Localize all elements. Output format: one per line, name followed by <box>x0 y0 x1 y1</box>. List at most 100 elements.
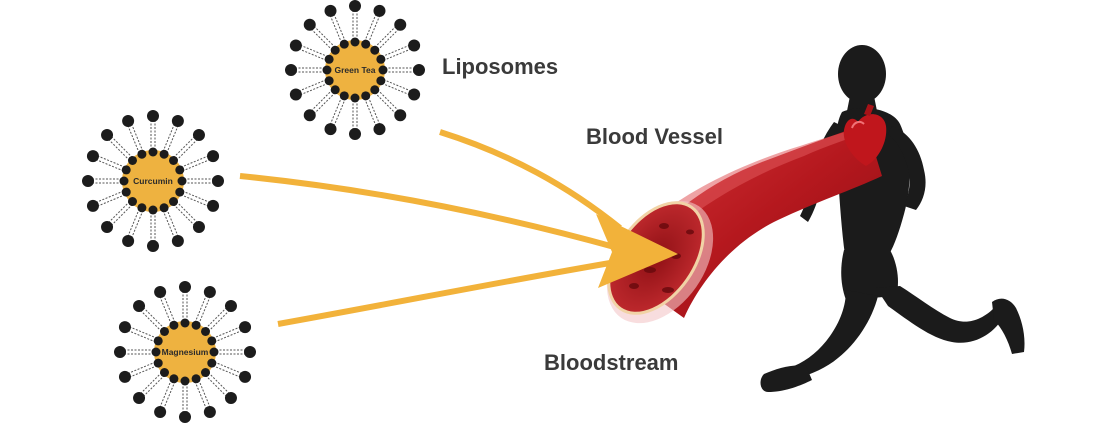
lipid-head-inner <box>175 187 185 197</box>
lipid-tail <box>166 125 179 154</box>
liposome-green-tea <box>285 0 425 140</box>
lipid-tail <box>194 381 207 410</box>
lipid-tail <box>377 89 400 112</box>
lipid-head-inner <box>207 336 217 346</box>
lipid-head-outer <box>373 123 386 136</box>
lipid-head-outer <box>289 39 302 52</box>
lipid-head-inner <box>376 76 386 86</box>
lipid-head-outer <box>303 109 316 122</box>
lipid-tail <box>129 365 158 378</box>
lipid-tail <box>131 123 144 152</box>
lipid-tail <box>367 15 381 44</box>
lipid-head-inner <box>159 326 169 336</box>
lipid-tail <box>207 309 230 332</box>
lipid-head-outer <box>147 240 159 252</box>
lipid-tail <box>214 361 243 374</box>
lipid-tail <box>214 330 243 343</box>
lipid-head-outer <box>349 0 361 12</box>
delivery-arrows <box>239 129 678 327</box>
lipid-head-inner <box>180 376 190 386</box>
arrow-from-green-tea <box>439 129 622 231</box>
lipid-head-outer <box>171 114 184 127</box>
lipid-head-outer <box>122 114 135 127</box>
lipid-head-inner <box>121 187 131 197</box>
lipid-head-inner <box>324 54 334 64</box>
lipid-head-inner <box>378 65 388 75</box>
bloodstream-label: Bloodstream <box>544 350 678 375</box>
lipid-head-inner <box>137 149 147 159</box>
lipid-tail <box>310 89 333 112</box>
lipid-head-outer <box>147 110 159 122</box>
lipid-tail <box>180 155 209 168</box>
lipid-tail <box>313 92 336 115</box>
lipid-head-outer <box>82 175 94 187</box>
lipid-head-outer <box>239 370 252 383</box>
lipid-tail <box>159 379 172 408</box>
lipid-head-outer <box>224 391 237 404</box>
lipid-head-inner <box>169 374 179 384</box>
lipid-head-inner <box>324 76 334 86</box>
lipid-head-outer <box>394 109 407 122</box>
lipid-tail <box>180 194 209 207</box>
lipid-tail <box>162 210 175 239</box>
lipid-tail <box>159 296 172 325</box>
lipid-tail <box>142 307 165 330</box>
lipid-head-outer <box>192 129 205 142</box>
lipid-head-inner <box>169 155 179 165</box>
lipid-head-outer <box>101 129 114 142</box>
lipid-tail <box>364 13 377 42</box>
lipid-head-outer <box>413 64 425 76</box>
liposome-curcumin <box>82 110 224 252</box>
lipid-head-outer <box>179 281 191 293</box>
lipid-tail <box>127 208 140 237</box>
lipid-head-outer <box>118 370 131 383</box>
lipid-head-outer <box>212 175 224 187</box>
lipid-tail <box>140 309 163 332</box>
runner-silhouette-icon <box>760 45 1025 392</box>
liposome-label-green-tea: Green Tea <box>335 65 376 75</box>
lipid-head-inner <box>127 155 137 165</box>
liposome-label-magnesium: Magnesium <box>162 347 209 357</box>
liposome-magnesium <box>114 281 256 423</box>
liposome-core <box>122 150 184 212</box>
lipid-tail <box>329 96 343 125</box>
lipid-head-outer <box>133 300 146 313</box>
lipid-head-inner <box>191 374 201 384</box>
lipid-tail <box>377 28 400 51</box>
lipid-head-outer <box>239 321 252 334</box>
lipid-head-inner <box>169 197 179 207</box>
lipid-head-inner <box>201 368 211 378</box>
lipid-tail <box>383 79 412 92</box>
lipid-head-outer <box>101 220 114 233</box>
lipid-head-inner <box>148 147 158 157</box>
lipid-head-outer <box>244 346 256 358</box>
lipid-tail <box>108 201 131 224</box>
lipid-tail <box>198 379 211 408</box>
lipid-head-outer <box>133 391 146 404</box>
lipid-tail <box>142 374 165 397</box>
arrow-head <box>596 214 678 288</box>
lipid-head-inner <box>361 91 371 101</box>
lipid-head-outer <box>207 150 220 163</box>
lipid-tail <box>298 48 327 61</box>
lipid-head-inner <box>350 37 360 47</box>
lipid-head-inner <box>148 205 158 215</box>
lipid-tail <box>163 294 176 323</box>
lipid-head-outer <box>324 4 337 17</box>
lipid-tail <box>194 294 207 323</box>
lipid-tail <box>329 15 343 44</box>
lipid-tail <box>182 190 211 203</box>
lipid-tail <box>383 48 412 61</box>
lipid-head-outer <box>408 39 421 52</box>
lipid-tail <box>310 28 333 51</box>
lipid-head-outer <box>373 4 386 17</box>
lipid-tail <box>333 13 346 42</box>
lipid-tail <box>140 372 163 395</box>
lipid-head-inner <box>153 336 163 346</box>
lipid-head-outer <box>349 128 361 140</box>
lipid-head-inner <box>209 347 219 357</box>
blood-cells <box>629 223 694 293</box>
lipid-head-inner <box>201 326 211 336</box>
lipid-head-inner <box>169 320 179 330</box>
